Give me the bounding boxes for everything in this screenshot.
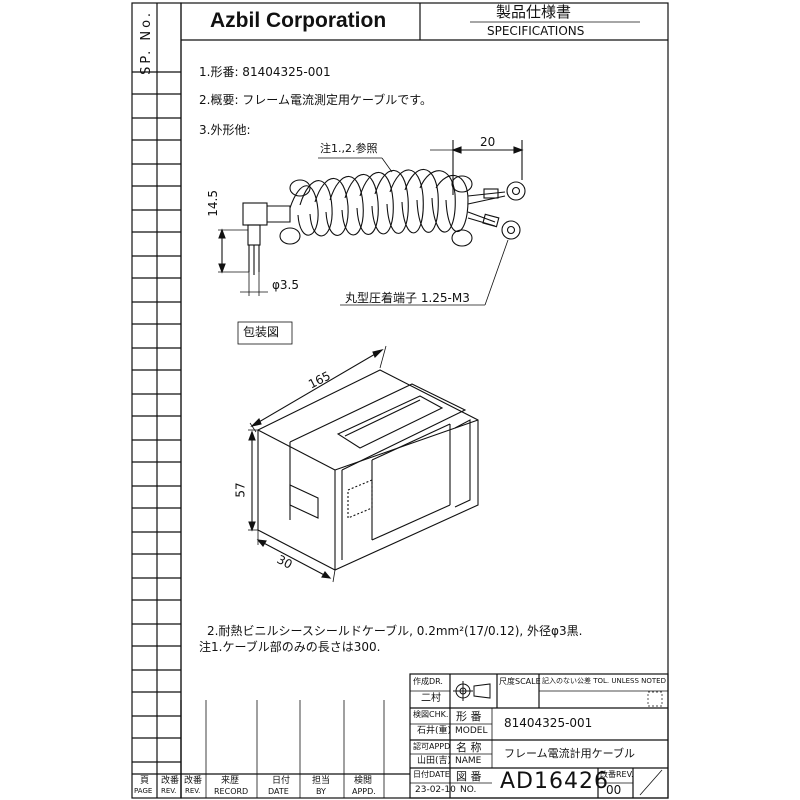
checked-name: 石井(重) (417, 726, 452, 736)
rev-table-page-jp: 頁 (140, 776, 150, 786)
dim-14-5: 14.5 (206, 190, 220, 217)
ring-terminal-upper (506, 181, 526, 201)
rev-label: 改番REV. (600, 770, 634, 779)
rev-table-date-en: DATE (268, 787, 289, 796)
terminal-label: 丸型圧着端子 1.25-M3 (345, 291, 470, 305)
date-label: 日付DATE (413, 770, 450, 779)
rev-table-rev2-en: REV. (185, 787, 201, 795)
rev-table-by-en: BY (316, 787, 326, 796)
spec-title-jp: 製品仕様書 (496, 3, 572, 21)
spec-item-outline: 3.外形他: (199, 123, 251, 137)
tolerance-label: 記入のない公差 TOL. UNLESS NOTED (542, 677, 666, 685)
cable-coil (279, 168, 473, 247)
spec-title-en: SPECIFICATIONS (487, 24, 585, 38)
checked-label: 検図CHK. (413, 710, 449, 719)
approved-name: 山田(吉) (417, 756, 452, 766)
rev-table-appd-jp: 検閲 (354, 776, 373, 786)
scale-label: 尺度SCALE (499, 677, 541, 686)
spec-item-summary: 2.概要: フレーム電流測定用ケーブルです。 (199, 93, 433, 107)
spec-item-model: 1.形番: 81404325-001 (199, 65, 331, 79)
rev-table-page-en: PAGE (134, 787, 153, 795)
rev-table-by-jp: 担当 (312, 776, 331, 786)
projection-symbol (453, 681, 491, 701)
sp-no-label: SP. No. (139, 10, 154, 75)
model-label-en: MODEL (455, 726, 488, 736)
dim-diameter: φ3.5 (272, 278, 299, 292)
no-label-jp: 図 番 (456, 770, 482, 783)
name-label-jp: 名 称 (456, 741, 482, 754)
company-name: Azbil Corporation (210, 9, 387, 32)
note-2-cable: 2.耐熱ビニルシースシールドケーブル, 0.2mm²(17/0.12), 外径φ… (207, 624, 583, 638)
drawn-label: 作成DR. (413, 677, 443, 686)
no-label-en: NO. (460, 785, 477, 795)
rev-table-date-jp: 日付 (272, 776, 291, 786)
dim-20: 20 (480, 135, 496, 149)
rev-table-appd-en: APPD. (352, 787, 376, 796)
ring-terminal-lower (501, 220, 521, 240)
note-reference: 注1.,2.参照 (320, 142, 378, 155)
rev-table-record-jp: 来歴 (221, 776, 240, 786)
rev-value: 00 (606, 783, 622, 797)
dim-57: 57 (233, 482, 248, 498)
model-label-jp: 形 番 (456, 710, 482, 723)
rev-table-rev-jp: 改番 (161, 776, 180, 786)
note-1-length: 注1.ケーブル部のみの長さは300. (199, 640, 381, 654)
name-value: フレーム電流計用ケーブル (504, 747, 636, 760)
date-value: 23-02-10 (415, 785, 456, 795)
approved-label: 認可APPD (413, 742, 451, 751)
rev-table-rev-en: REV. (161, 787, 177, 795)
rev-table-record-en: RECORD (214, 787, 249, 796)
rev-table-rev2-jp: 改番 (184, 776, 203, 786)
drawn-name: 二村 (421, 693, 441, 704)
drawing-number: AD16426 (500, 769, 609, 794)
name-label-en: NAME (455, 756, 482, 766)
model-value: 81404325-001 (504, 716, 593, 730)
package-label: 包装図 (243, 325, 280, 339)
